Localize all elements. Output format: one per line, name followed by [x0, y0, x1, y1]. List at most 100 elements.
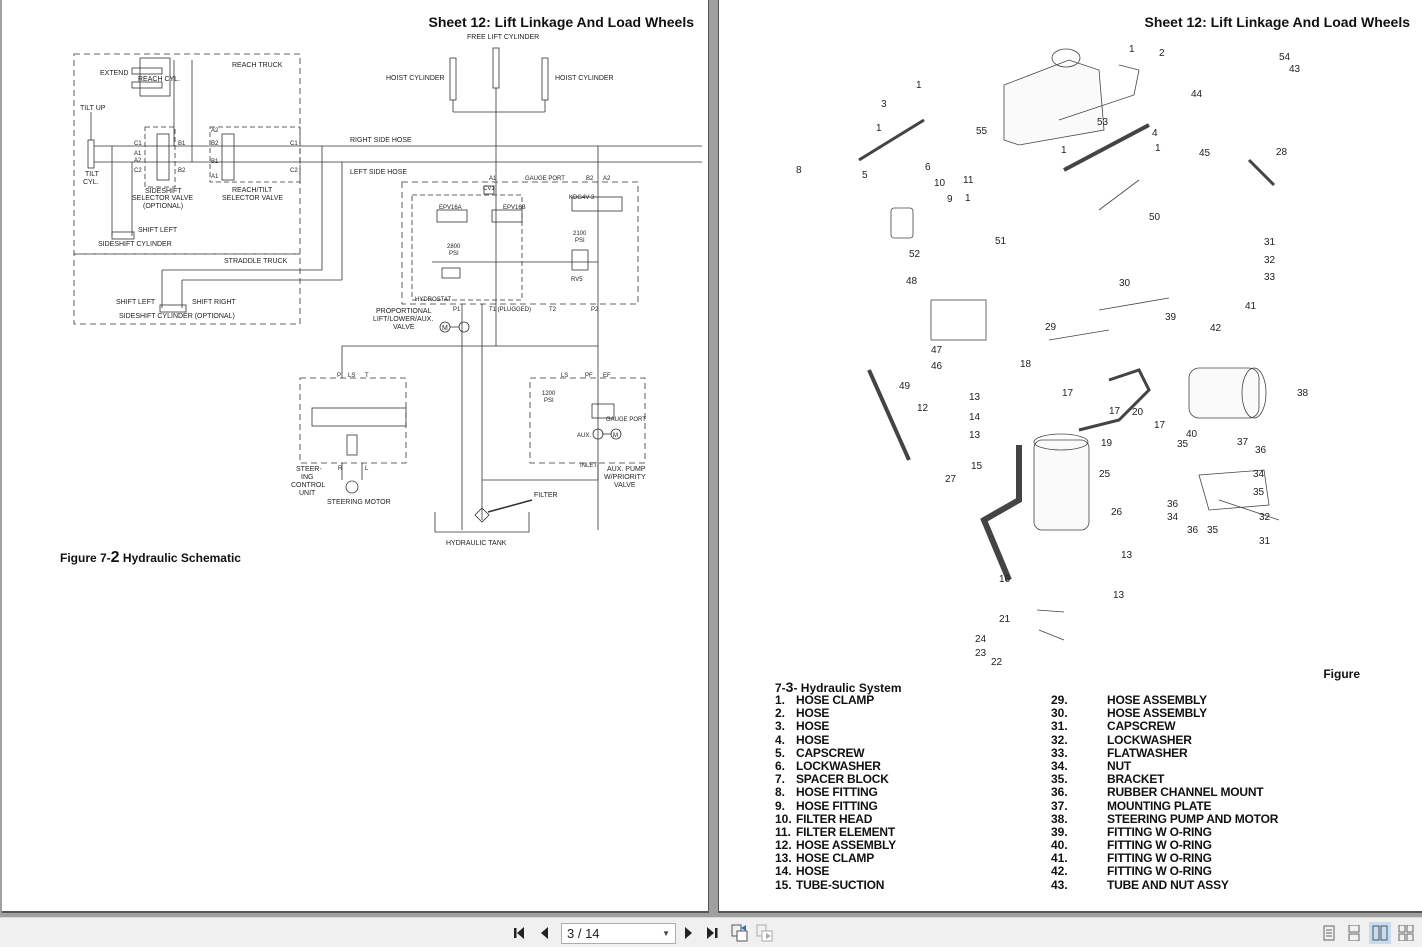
callout-number: 35 [1207, 525, 1219, 536]
label-right-side-hose: RIGHT SIDE HOSE [350, 137, 412, 144]
last-page-icon [707, 927, 718, 939]
document-viewport[interactable]: Sheet 12: Lift Linkage And Load Wheels [0, 0, 1422, 917]
label-kdg4v: KDG4V-3 [569, 195, 595, 201]
label-optional: (OPTIONAL) [143, 203, 183, 210]
part-number: 10. [775, 811, 792, 826]
part-name: Hose Fitting [796, 785, 878, 800]
port-b1-mid: B1 [211, 159, 219, 165]
callout-number: 31 [1259, 536, 1271, 547]
callout-number: 52 [909, 249, 921, 260]
parts-list-item: 7.Spacer Block [775, 772, 896, 786]
label-rv5: RV5 [571, 277, 583, 283]
parts-list-item: 38.Steering Pump And Motor [1051, 812, 1278, 826]
callout-number: 36 [1187, 525, 1199, 536]
straddle-truck-box [73, 253, 301, 325]
callout-number: 11 [963, 175, 974, 186]
first-page-button[interactable] [510, 923, 530, 943]
view-single-page-button[interactable] [1318, 922, 1340, 944]
part-name: Capscrew [796, 745, 865, 760]
part-name: Fitting W O-Ring [1107, 851, 1212, 866]
parts-list-left: 1.Hose Clamp2.Hose3.Hose4.Hose5.Capscrew… [775, 693, 896, 892]
port-a2-top: A2 [603, 176, 611, 182]
proportional-valve-box [401, 181, 639, 305]
parts-list-item: 1.Hose Clamp [775, 693, 896, 707]
callout-number: 38 [1297, 388, 1309, 399]
label-free-lift-cylinder: FREE LIFT CYLINDER [467, 34, 539, 41]
part-number: 33. [1051, 745, 1068, 760]
callout-number: 17 [1062, 388, 1074, 399]
port-b2: B2 [178, 168, 186, 174]
parts-list-item: 15.Tube-Suction [775, 878, 896, 892]
callout-number: 20 [1132, 407, 1144, 418]
view-two-page-continuous-button[interactable] [1395, 922, 1417, 944]
part-number: 6. [775, 758, 786, 773]
last-page-button[interactable] [703, 923, 723, 943]
callout-number: 32 [1259, 512, 1271, 523]
prev-page-button[interactable] [535, 923, 555, 943]
callout-number: 13 [969, 392, 981, 403]
part-name: Lockwasher [796, 758, 881, 773]
callout-number: 15 [971, 461, 983, 472]
page-left: Sheet 12: Lift Linkage And Load Wheels [2, 0, 709, 913]
callout-number: 17 [1154, 420, 1166, 431]
part-name: Hose Assembly [1107, 706, 1207, 721]
part-number: 30. [1051, 706, 1068, 721]
port-p: P [337, 373, 341, 379]
callout-number: 6 [925, 162, 931, 173]
view-continuous-button[interactable] [1343, 922, 1365, 944]
label-sideshift-cylinder: SIDESHIFT CYLINDER [98, 241, 172, 248]
port-a1-top: A1 [489, 176, 497, 182]
part-number: 1. [775, 693, 786, 707]
parts-list-item: 5.Capscrew [775, 745, 896, 760]
part-name: Capscrew [1107, 719, 1176, 734]
port-a1-mid: A1 [211, 174, 219, 180]
part-name: Fitting W O-Ring [1107, 824, 1212, 839]
prev-page-icon [541, 927, 548, 939]
parts-list-item: 10.Filter Head [775, 811, 896, 826]
go-back-view-button[interactable] [730, 923, 750, 943]
part-name: Filter Element [796, 824, 895, 839]
page-selector[interactable]: 3 / 14 ▼ [561, 923, 676, 944]
reach-truck-box [73, 53, 301, 255]
parts-title-number: 3 [785, 679, 794, 695]
parts-list-item: 29.Hose Assembly [1051, 693, 1278, 707]
label-steering-motor: STEERING MOTOR [327, 499, 391, 506]
callout-number: 46 [931, 361, 943, 372]
label-shift-left: SHIFT LEFT [138, 227, 178, 234]
figure-caption-prefix: Figure 7- [60, 551, 111, 565]
callout-number: 1 [1129, 44, 1135, 55]
parts-list-item: 39. Fitting W O-Ring [1051, 824, 1278, 839]
port-a1: A1 [134, 151, 142, 157]
callout-number: 1 [965, 193, 971, 204]
label-w-priority: W/PRIORITY [604, 474, 646, 481]
next-page-button[interactable] [678, 923, 698, 943]
label-filter: FILTER [534, 492, 558, 499]
port-b2-top: B2 [586, 176, 594, 182]
callout-number: 2 [1159, 48, 1165, 59]
go-forward-view-button[interactable] [755, 923, 775, 943]
callout-number: 22 [991, 657, 1003, 668]
part-number: 34. [1051, 758, 1068, 773]
part-number: 36. [1051, 785, 1068, 800]
label-hydraulic-tank: HYDRAULIC TANK [446, 540, 507, 547]
callout-number: 10 [934, 178, 946, 189]
parts-list-item: 4.Hose [775, 733, 896, 747]
label-sideshift-cylinder-optional: SIDESHIFT CYLINDER (OPTIONAL) [119, 313, 235, 320]
label-control: CONTROL [291, 482, 325, 489]
part-number: 37. [1051, 798, 1068, 813]
part-number: 11. [775, 824, 792, 839]
part-number: 39. [1051, 824, 1068, 839]
part-number: 31. [1051, 719, 1068, 734]
label-reach-cyl: REACH CYL. [138, 76, 180, 83]
single-page-icon [1323, 925, 1335, 941]
view-two-page-button[interactable] [1369, 922, 1391, 944]
label-left-side-hose: LEFT SIDE HOSE [350, 169, 407, 176]
part-number: 12. [775, 838, 792, 853]
hydraulic-tank-part [1003, 59, 1105, 146]
callout-number: 41 [1245, 301, 1257, 312]
part-name: Hose Fitting [796, 798, 878, 813]
parts-list-item: 40.Fitting W O-Ring [1051, 838, 1278, 852]
label-gauge-port: GAUGE PORT [525, 176, 565, 182]
